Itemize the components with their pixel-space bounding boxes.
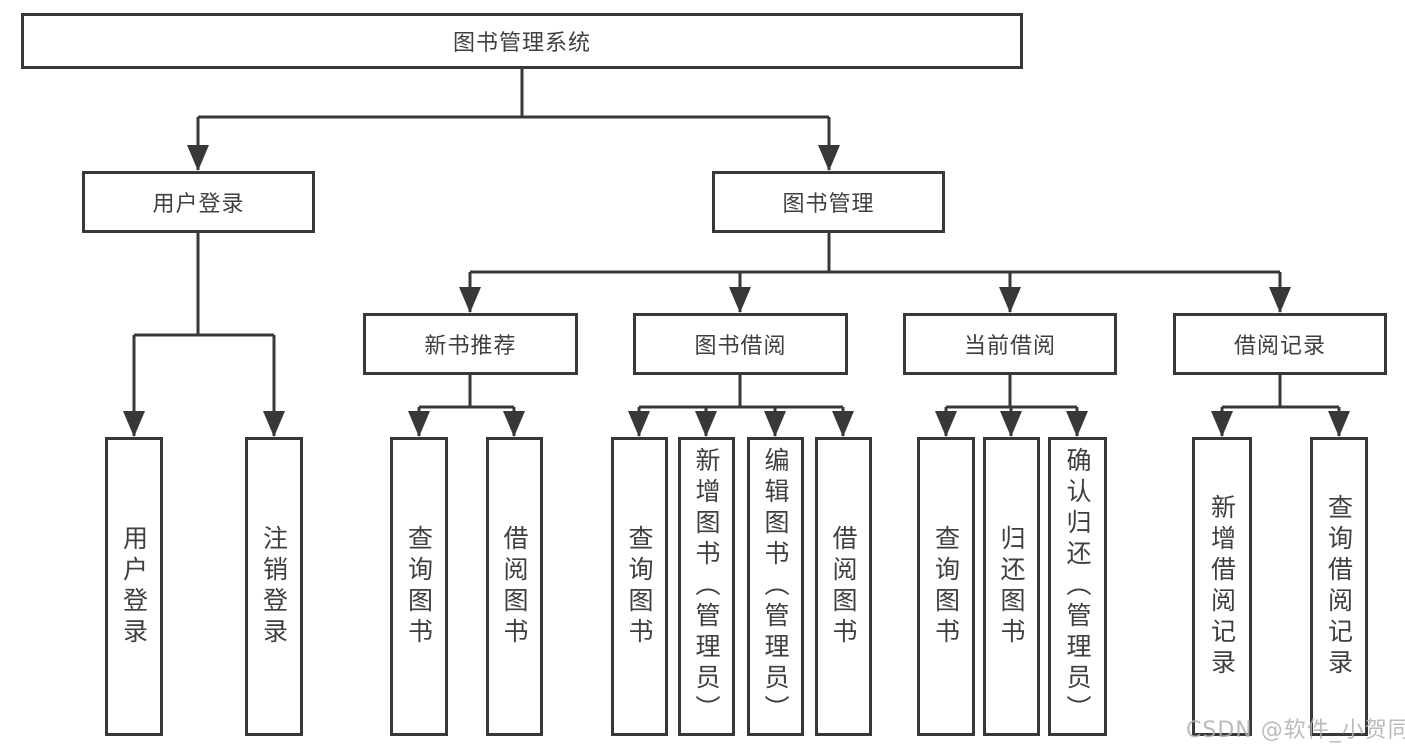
leaf-return-book: 归还图书 [983, 437, 1040, 736]
leaf-add-borrow-record: 新增借阅记录 [1192, 437, 1252, 736]
node-book-management: 图书管理 [712, 171, 945, 233]
leaf-query-borrow-record: 查询借阅记录 [1310, 437, 1368, 736]
node-root: 图书管理系统 [21, 13, 1023, 69]
leaf-add-book-admin: 新增图书（管理员） [678, 437, 735, 736]
leaf-confirm-return-admin: 确认归还（管理员） [1048, 437, 1107, 736]
node-borrow-record: 借阅记录 [1173, 313, 1387, 375]
leaf-user-login: 用户登录 [105, 437, 163, 736]
leaf-query-book-3: 查询图书 [917, 437, 975, 736]
node-current-borrow: 当前借阅 [903, 313, 1117, 375]
leaf-edit-book-admin: 编辑图书（管理员） [747, 437, 804, 736]
node-book-borrow: 图书借阅 [633, 313, 848, 375]
node-new-book-recommend: 新书推荐 [363, 313, 578, 375]
leaf-query-book-2: 查询图书 [611, 437, 668, 736]
leaf-borrow-book-2: 借阅图书 [815, 437, 872, 736]
leaf-logout: 注销登录 [245, 437, 303, 736]
watermark: CSDN @软件_小贺同学 [1186, 718, 1405, 743]
leaf-borrow-book-1: 借阅图书 [486, 437, 543, 736]
leaf-query-book-1: 查询图书 [390, 437, 448, 736]
node-user-login: 用户登录 [82, 171, 315, 233]
